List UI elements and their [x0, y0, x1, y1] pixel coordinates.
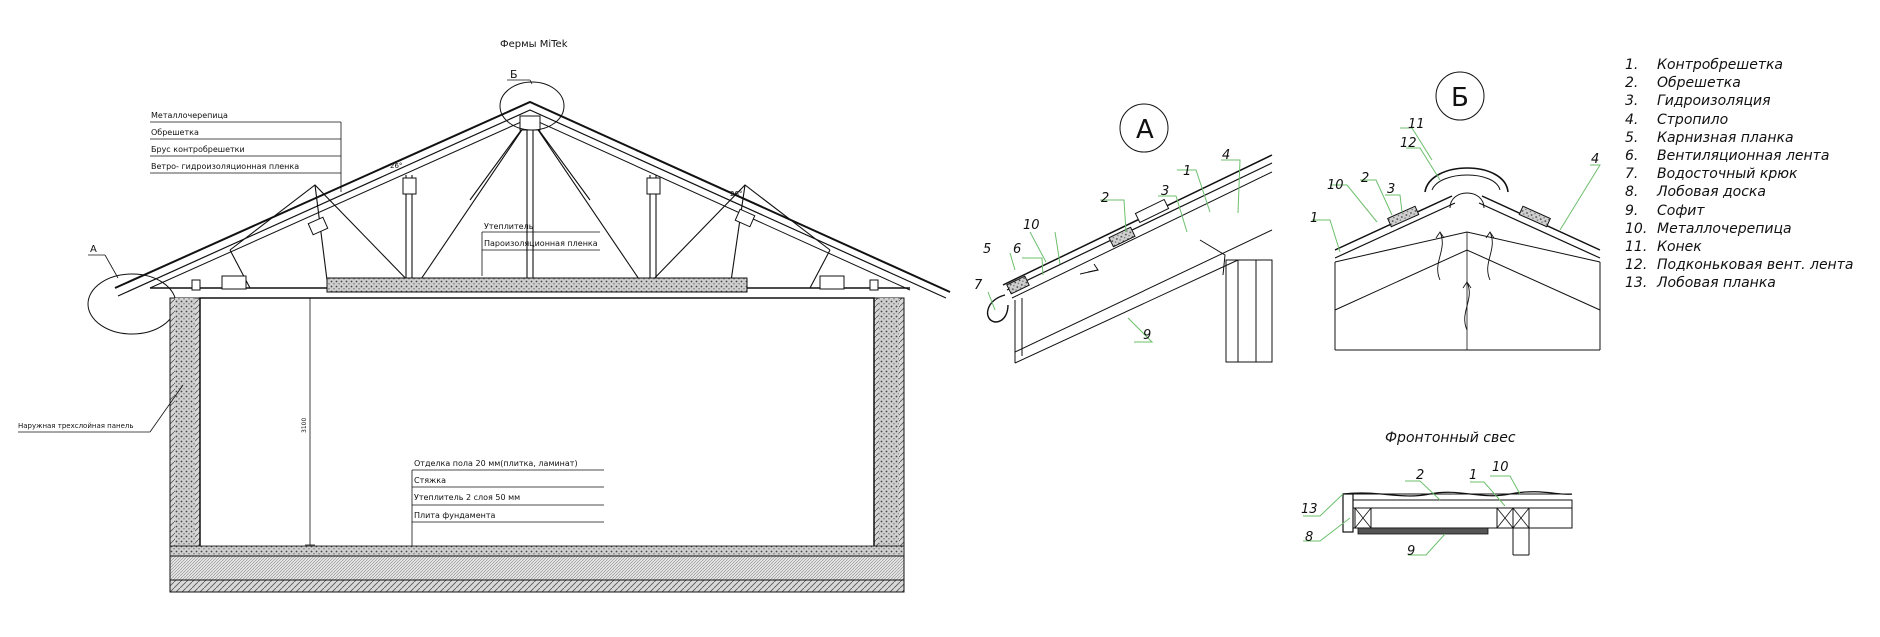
detail-b-num-11: 11	[1408, 117, 1425, 132]
legend-label: Конек	[1657, 238, 1702, 255]
floor-layer-3: Утеплитель 2 слоя 50 мм	[414, 493, 520, 502]
legend-item: 1. Контробрешетка	[1625, 56, 1875, 74]
gable-num-8: 8	[1305, 530, 1313, 545]
legend-num: 10.	[1625, 220, 1648, 237]
legend-num: 7.	[1625, 166, 1639, 183]
legend-item: 6. Вентиляционная лента	[1625, 147, 1875, 165]
legend-label: Лобовая планка	[1657, 275, 1776, 292]
gable-num-13: 13	[1301, 502, 1318, 517]
main-section: Фермы MiTek 26° 26°	[18, 39, 951, 593]
legend-num: 8.	[1625, 184, 1639, 201]
detail-a-num-3: 3	[1161, 184, 1169, 199]
legend-label: Обрешетка	[1657, 75, 1741, 92]
slope-right-label: 26°	[730, 190, 742, 198]
detail-a-num-7: 7	[974, 278, 983, 293]
legend-num: 2.	[1625, 75, 1639, 92]
legend-num: 3.	[1625, 93, 1639, 110]
roof: 26° 26°	[114, 100, 951, 299]
legend-item: 9. Софит	[1625, 202, 1875, 220]
floor	[169, 545, 905, 593]
legend-item: 11. Конек	[1625, 238, 1875, 256]
gable-num-1: 1	[1469, 468, 1477, 483]
legend-label: Водосточный крюк	[1657, 166, 1798, 183]
height-dimension: 3100	[301, 418, 308, 433]
detail-a: А 1 2 3 4 5 6	[974, 103, 1273, 364]
legend-num: 13.	[1625, 275, 1648, 292]
legend-num: 4.	[1625, 111, 1639, 128]
gable-num-2: 2	[1416, 468, 1424, 483]
legend-item: 12. Подконьковая вент. лента	[1625, 256, 1875, 274]
ridge-callout-circle	[499, 81, 565, 131]
roof-layer-3: Брус контробрешетки	[151, 145, 245, 154]
vapor-barrier-label: Пароизоляционная пленка	[484, 239, 598, 248]
legend-num: 6.	[1625, 148, 1639, 165]
detail-b-num-10: 10	[1327, 178, 1344, 193]
legend-num: 11.	[1625, 238, 1648, 255]
legend-item: 4. Стропило	[1625, 111, 1875, 129]
roof-layer-4: Ветро- гидроизоляционная пленка	[151, 162, 299, 171]
detail-a-num-1: 1	[1183, 164, 1191, 179]
legend-label: Контробрешетка	[1657, 57, 1784, 74]
legend-label: Гидроизоляция	[1657, 93, 1771, 110]
detail-b-num-4: 4	[1591, 152, 1599, 167]
slope-left-label: 26°	[390, 162, 402, 170]
legend-item: 5. Карнизная планка	[1625, 129, 1875, 147]
ridge-callout-label: Б	[510, 68, 518, 81]
detail-a-title: А	[1136, 115, 1154, 145]
wall-panel-label: Наружная трехслойная панель	[18, 422, 134, 430]
detail-b-num-3: 3	[1387, 182, 1395, 197]
gable-title: Фронтонный свес	[1385, 430, 1516, 446]
walls	[169, 297, 905, 557]
floor-layer-4: Плита фундамента	[414, 511, 496, 520]
detail-a-num-6: 6	[1013, 242, 1021, 257]
legend-num: 12.	[1625, 257, 1648, 274]
trusses-title: Фермы MiTek	[500, 39, 568, 50]
legend-item: 10. Металлочерепица	[1625, 220, 1875, 238]
legend-label: Стропило	[1657, 111, 1729, 128]
gable-overhang-detail: Фронтонный свес 13 8 2 1 9 10	[1301, 430, 1573, 559]
legend-item: 13. Лобовая планка	[1625, 274, 1875, 292]
detail-b-num-1: 1	[1310, 211, 1318, 226]
detail-b: Б 1 2 3 4 10 11 12	[1310, 71, 1601, 351]
legend-item: 7. Водосточный крюк	[1625, 165, 1875, 183]
legend-label: Металлочерепица	[1657, 220, 1792, 237]
eave-callout-label: А	[90, 244, 97, 255]
floor-layer-1: Отделка пола 20 мм(плитка, ламинат)	[414, 459, 578, 468]
eave-callout-circle	[87, 273, 177, 335]
detail-a-num-4: 4	[1222, 148, 1230, 163]
gable-num-10: 10	[1492, 460, 1509, 475]
detail-b-num-12: 12	[1400, 136, 1417, 151]
detail-a-num-5: 5	[983, 242, 991, 257]
legend-num: 9.	[1625, 202, 1639, 219]
roof-layer-2: Обрешетка	[151, 128, 199, 137]
legend-label: Софит	[1657, 202, 1705, 219]
legend-label: Лобовая доска	[1657, 184, 1766, 201]
detail-a-num-10: 10	[1023, 218, 1040, 233]
legend-num: 5.	[1625, 129, 1639, 146]
roof-layer-callout: Металлочерепица Обрешетка Брус контробре…	[150, 111, 342, 192]
floor-layer-callout: Отделка пола 20 мм(плитка, ламинат) Стяж…	[411, 459, 604, 546]
floor-layer-2: Стяжка	[414, 476, 446, 485]
legend-label: Вентиляционная лента	[1657, 148, 1830, 165]
legend: 1. Контробрешетка 2. Обрешетка 3. Гидроизол…	[1625, 56, 1875, 292]
insulation-label: Утеплитель	[484, 222, 534, 231]
legend-label: Подконьковая вент. лента	[1657, 257, 1854, 274]
roof-layer-1: Металлочерепица	[151, 111, 228, 120]
insulation-callout: Утеплитель Пароизоляционная пленка	[481, 222, 600, 276]
detail-a-num-2: 2	[1101, 191, 1109, 206]
legend-num: 1.	[1625, 57, 1639, 74]
detail-a-num-9: 9	[1143, 328, 1151, 343]
gable-num-9: 9	[1407, 544, 1415, 559]
legend-item: 3. Гидроизоляция	[1625, 92, 1875, 110]
legend-label: Карнизная планка	[1657, 129, 1794, 146]
detail-b-num-2: 2	[1361, 171, 1369, 186]
legend-item: 2. Обрешетка	[1625, 74, 1875, 92]
legend-item: 8. Лобовая доска	[1625, 183, 1875, 201]
detail-b-title: Б	[1451, 83, 1469, 113]
